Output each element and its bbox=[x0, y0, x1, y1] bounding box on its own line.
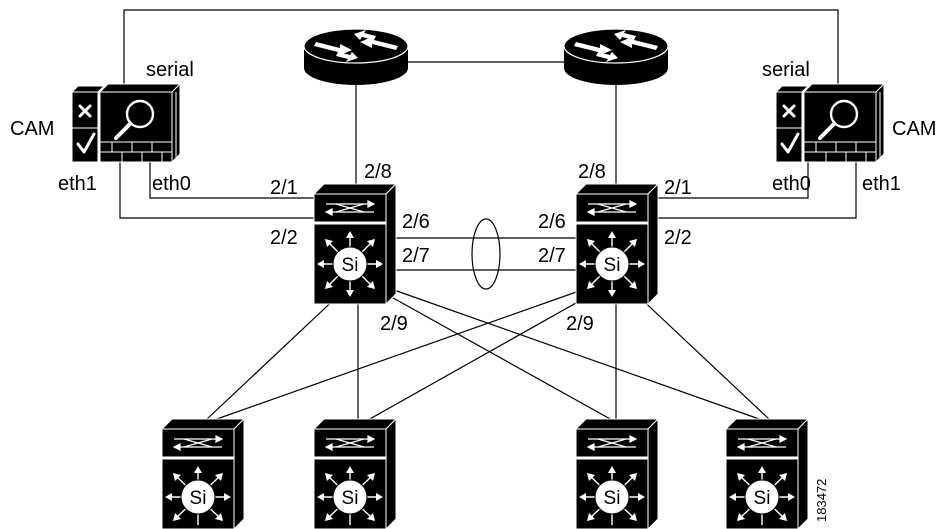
serial-link bbox=[123, 9, 839, 88]
cam-left-eth1-link bbox=[119, 160, 314, 219]
core-left-port-2-6: 2/6 bbox=[402, 211, 430, 233]
cam-left-name: CAM bbox=[10, 118, 54, 140]
network-links bbox=[119, 9, 857, 421]
access-1-si-label: Si bbox=[190, 488, 207, 509]
core-left-access-1 bbox=[205, 293, 341, 421]
core-right-si-label: Si bbox=[604, 255, 621, 276]
core-right-port-2-8: 2/8 bbox=[578, 161, 606, 183]
core-right-access-4 bbox=[635, 293, 771, 421]
access-2-si-label: Si bbox=[342, 488, 359, 509]
cam-left-eth0-link bbox=[149, 160, 314, 199]
core-right-port-2-1: 2/1 bbox=[664, 177, 692, 199]
core-left-port-2-8: 2/8 bbox=[364, 161, 392, 183]
cam-right-icon bbox=[774, 82, 886, 164]
cam-right-eth1-label: eth1 bbox=[862, 173, 901, 195]
figure-id: 183472 bbox=[814, 479, 829, 522]
core-right-port-2-7: 2/7 bbox=[538, 245, 566, 267]
access-switch-3-icon bbox=[575, 418, 659, 529]
core-left-access-3 bbox=[385, 293, 613, 421]
cam-right-serial-label: serial bbox=[762, 59, 810, 81]
cam-left-icon bbox=[70, 82, 182, 164]
core-right-port-2-6: 2/6 bbox=[538, 211, 566, 233]
cam-right-eth0-label: eth0 bbox=[772, 173, 811, 195]
core-switch-right-icon bbox=[575, 183, 659, 305]
access-4-si-label: Si bbox=[754, 488, 771, 509]
core-right-port-2-2: 2/2 bbox=[664, 227, 692, 249]
core-left-port-2-2: 2/2 bbox=[270, 227, 298, 249]
cam-left-eth0-label: eth0 bbox=[152, 173, 191, 195]
access-switch-2-icon bbox=[313, 418, 397, 529]
core-left-port-2-1: 2/1 bbox=[270, 177, 298, 199]
core-switch-left-icon bbox=[313, 183, 397, 305]
core-left-port-2-9: 2/9 bbox=[380, 313, 408, 335]
core-left-access-4 bbox=[393, 289, 763, 421]
core-right-port-2-9: 2/9 bbox=[566, 313, 594, 335]
access-switch-1-icon bbox=[161, 418, 245, 529]
router-right-icon bbox=[563, 28, 669, 86]
cam-left-serial-label: serial bbox=[146, 59, 194, 81]
access-switch-4-icon bbox=[725, 418, 809, 529]
router-left-icon bbox=[303, 28, 409, 86]
core-right-access-1 bbox=[213, 289, 583, 421]
etherchannel-ellipse bbox=[471, 218, 501, 290]
access-3-si-label: Si bbox=[604, 488, 621, 509]
core-left-si-label: Si bbox=[342, 255, 359, 276]
core-right-access-2 bbox=[367, 293, 593, 421]
cam-right-eth1-link bbox=[658, 160, 857, 219]
core-left-port-2-7: 2/7 bbox=[402, 245, 430, 267]
cam-right-name: CAM bbox=[892, 118, 936, 140]
cam-right-eth0-link bbox=[658, 160, 809, 199]
cam-left-eth1-label: eth1 bbox=[58, 173, 97, 195]
